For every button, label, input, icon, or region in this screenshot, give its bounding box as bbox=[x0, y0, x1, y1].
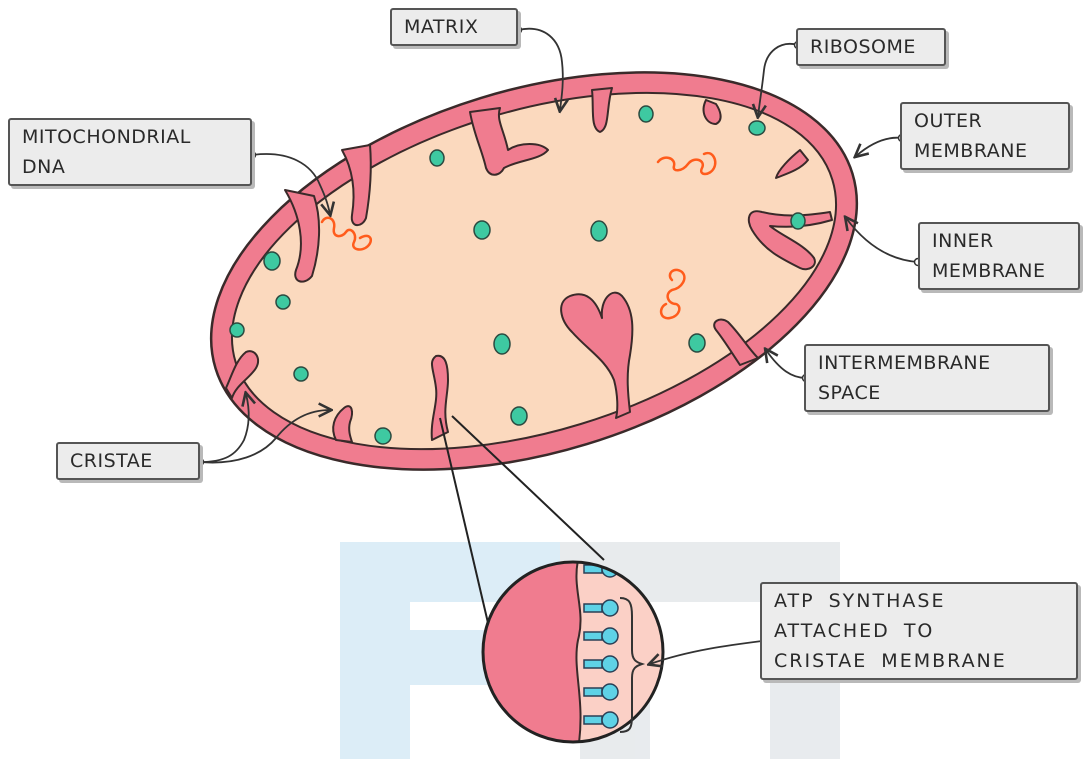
label-line: DNA bbox=[22, 152, 240, 182]
outer-membrane-arrow bbox=[856, 138, 902, 156]
ribosome-dot bbox=[591, 221, 607, 241]
ribosome-dot bbox=[264, 252, 280, 270]
label-line: MEMBRANE bbox=[932, 256, 1068, 286]
label-line: RIBOSOME bbox=[810, 32, 934, 62]
label-matrix: MATRIX bbox=[390, 8, 518, 46]
label-line: CRISTAE bbox=[70, 446, 188, 476]
ribosome-dot bbox=[430, 150, 444, 166]
atp-arrow bbox=[650, 640, 770, 664]
label-line: INTERMEMBRANE bbox=[818, 348, 1038, 378]
ribosome-dot bbox=[375, 428, 391, 444]
label-intermembrane-space: INTERMEMBRANE SPACE bbox=[804, 344, 1050, 412]
label-line: MEMBRANE bbox=[914, 136, 1058, 166]
label-outer-membrane: OUTER MEMBRANE bbox=[900, 102, 1070, 170]
ribosome-dot bbox=[639, 106, 653, 122]
label-inner-membrane: INNER MEMBRANE bbox=[918, 222, 1080, 290]
label-ribosome: RIBOSOME bbox=[796, 28, 946, 66]
label-line: CRISTAE MEMBRANE bbox=[774, 646, 1066, 676]
label-line: OUTER bbox=[914, 106, 1058, 136]
ribosome-dot bbox=[230, 323, 244, 337]
label-atp-synthase: ATP SYNTHASE ATTACHED TO CRISTAE MEMBRAN… bbox=[760, 582, 1078, 680]
ribosome-dot bbox=[511, 407, 527, 425]
ribosome-dot bbox=[689, 334, 705, 352]
label-line: MATRIX bbox=[404, 12, 506, 42]
intermembrane-arrow bbox=[766, 350, 806, 378]
ribosome-dot bbox=[294, 367, 308, 381]
label-line: SPACE bbox=[818, 378, 1038, 408]
ribosome-dot bbox=[749, 121, 765, 135]
ribosome-dot bbox=[494, 334, 510, 354]
inner-membrane-arrow bbox=[846, 218, 918, 262]
ribosome-dot bbox=[791, 213, 805, 229]
label-line: ATTACHED TO bbox=[774, 616, 1066, 646]
ribosome-dot bbox=[276, 295, 290, 309]
label-mitochondrial-dna: MITOCHONDRIAL DNA bbox=[8, 118, 252, 186]
label-line: ATP SYNTHASE bbox=[774, 586, 1066, 616]
label-line: MITOCHONDRIAL bbox=[22, 122, 240, 152]
ribosome-dot bbox=[474, 221, 490, 239]
label-cristae: CRISTAE bbox=[56, 442, 200, 480]
label-line: INNER bbox=[932, 226, 1068, 256]
